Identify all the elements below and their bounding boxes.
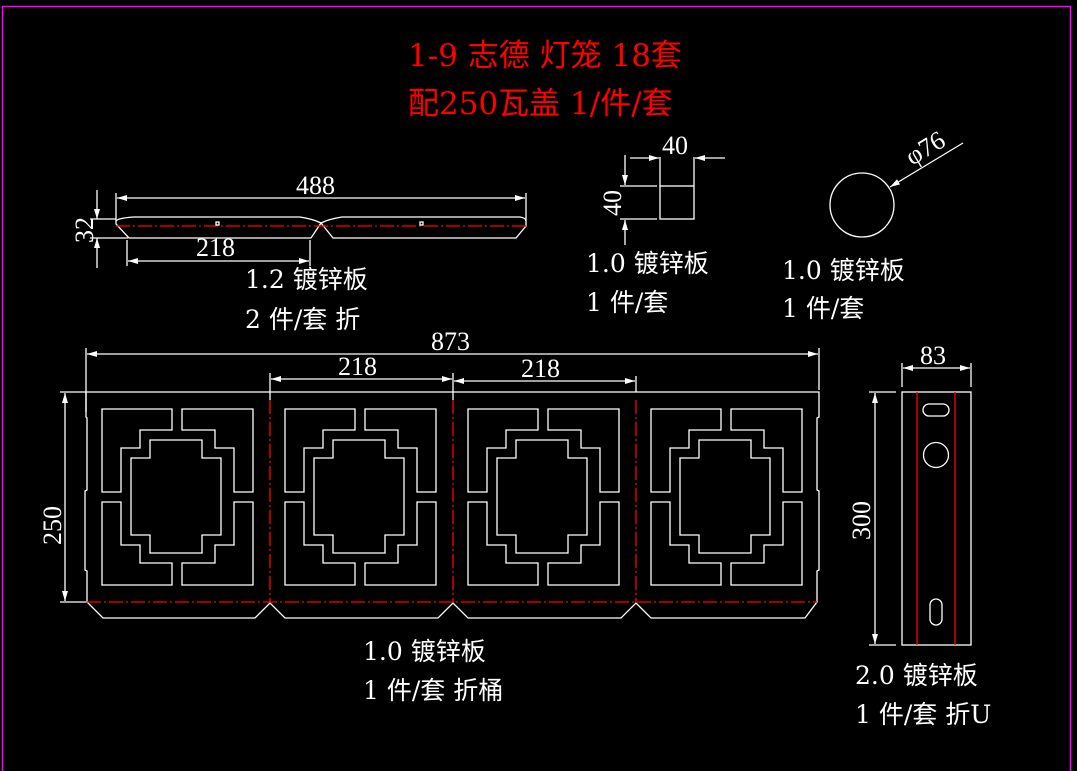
lattice-corner-cutout (181, 501, 254, 586)
dim-873-label: 873 (431, 327, 470, 356)
dim-diameter-label: φ76 (900, 125, 950, 171)
lattice-corner-cutout (730, 408, 803, 493)
round-pipe-label-1: 1.0 镀锌板 (782, 256, 905, 285)
lattice-corner-cutout (650, 501, 722, 586)
lattice-window-4 (650, 408, 803, 586)
body-panel-part: 873 218 218 250 1.0 镀锌板 1 件/套 折桶 (38, 327, 820, 705)
lattice-center-cutout (130, 439, 222, 554)
lattice-corner-cutout (284, 408, 356, 493)
lattice-window-2 (284, 408, 437, 586)
dim-40-width-label: 40 (662, 131, 688, 160)
dim-218-strip-label: 218 (196, 233, 235, 262)
top-strip-label-1: 1.2 镀锌板 (245, 265, 368, 294)
dim-218-b-label: 218 (521, 354, 560, 383)
u-bracket-label-2: 1 件/套 折U (855, 700, 991, 729)
lattice-center-cutout (313, 439, 405, 554)
title-line-2: 配250瓦盖 1/件/套 (408, 86, 673, 122)
lattice-corner-cutout (547, 408, 620, 493)
lattice-corner-cutout (467, 408, 539, 493)
lattice-corner-cutout (181, 408, 254, 493)
lattice-corner-cutout (364, 408, 437, 493)
dim-300-label: 300 (847, 501, 876, 540)
drawing-frame (1, 5, 1072, 771)
body-panel-label-2: 1 件/套 折桶 (363, 676, 503, 705)
dim-218-a-label: 218 (338, 352, 377, 381)
dim-32-label: 32 (70, 217, 99, 243)
dim-83-label: 83 (920, 341, 946, 370)
dim-488-label: 488 (296, 171, 335, 200)
top-strip-part: 488 32 218 1.2 镀锌板 2 件/套 折 (70, 171, 527, 334)
lattice-center-cutout (679, 439, 771, 554)
body-panel-label-1: 1.0 镀锌板 (363, 637, 486, 666)
square-tube-label-2: 1 件/套 (586, 288, 668, 317)
u-bracket-label-1: 2.0 镀锌板 (855, 661, 978, 690)
top-strip-label-2: 2 件/套 折 (245, 305, 360, 334)
u-bracket-part: 83 300 2.0 镀锌板 1 件/套 折U (847, 341, 991, 729)
lattice-corner-cutout (284, 501, 356, 586)
square-tube-label-1: 1.0 镀锌板 (586, 249, 709, 278)
lattice-corner-cutout (467, 501, 539, 586)
square-tube-part: 40 40 1.0 镀锌板 1 件/套 (586, 131, 725, 317)
lattice-window-3 (467, 408, 620, 586)
lattice-corner-cutout (101, 501, 173, 586)
round-pipe-label-2: 1 件/套 (782, 294, 864, 323)
lattice-window-1 (101, 408, 254, 586)
lattice-corner-cutout (650, 408, 722, 493)
lattice-corner-cutout (547, 501, 620, 586)
lattice-corner-cutout (364, 501, 437, 586)
lattice-corner-cutout (730, 501, 803, 586)
title-line-1: 1-9 志德 灯笼 18套 (408, 38, 682, 74)
lattice-corner-cutout (101, 408, 173, 493)
round-pipe-part: φ76 1.0 镀锌板 1 件/套 (782, 125, 964, 323)
dim-40-height-label: 40 (598, 190, 627, 216)
dim-250-label: 250 (38, 506, 67, 545)
lattice-center-cutout (496, 439, 588, 554)
